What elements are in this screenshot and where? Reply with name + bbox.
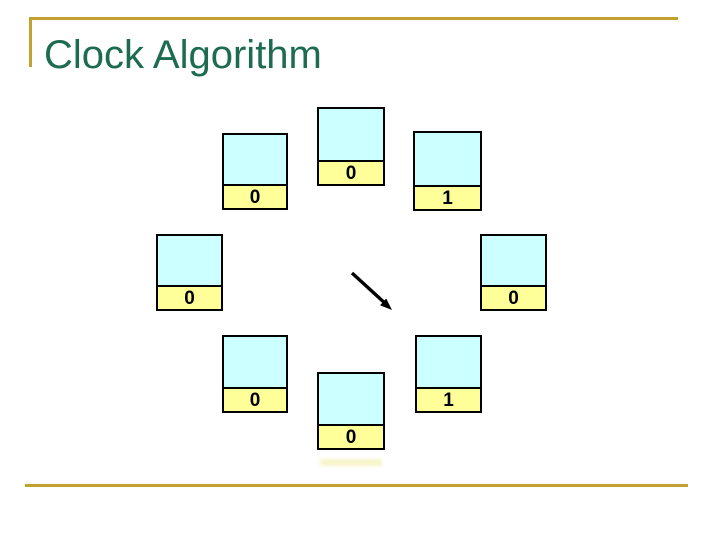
ghost-highlight <box>320 459 382 466</box>
page-frame-cell <box>319 109 383 160</box>
page-frame-top: 0 <box>317 107 385 186</box>
slide-title: Clock Algorithm <box>44 33 322 77</box>
page-frame-cell <box>224 135 286 184</box>
page-frame-bottom-left: 0 <box>222 335 288 413</box>
page-frame-bottom-right: 1 <box>415 335 482 413</box>
clock-hand-arrow-icon <box>350 271 392 310</box>
page-frame-cell <box>417 337 480 387</box>
footer-rule <box>25 484 688 487</box>
reference-bit: 0 <box>224 184 286 208</box>
page-frame-top-left: 0 <box>222 133 288 210</box>
reference-bit: 0 <box>482 285 545 309</box>
header-rule-vertical <box>29 17 32 67</box>
page-frame-right: 0 <box>480 234 547 311</box>
reference-bit: 0 <box>158 285 221 309</box>
reference-bit: 0 <box>319 424 383 448</box>
page-frame-cell <box>158 236 221 285</box>
header-rule-horizontal <box>29 17 678 20</box>
page-frame-left: 0 <box>156 234 223 311</box>
page-frame-bottom: 0 <box>317 372 385 450</box>
reference-bit: 0 <box>224 387 286 411</box>
page-frame-cell <box>224 337 286 387</box>
page-frame-top-right: 1 <box>413 131 482 211</box>
reference-bit: 1 <box>415 185 480 209</box>
reference-bit: 0 <box>319 160 383 184</box>
reference-bit: 1 <box>417 387 480 411</box>
page-frame-cell <box>415 133 480 185</box>
page-frame-cell <box>482 236 545 285</box>
page-frame-cell <box>319 374 383 424</box>
